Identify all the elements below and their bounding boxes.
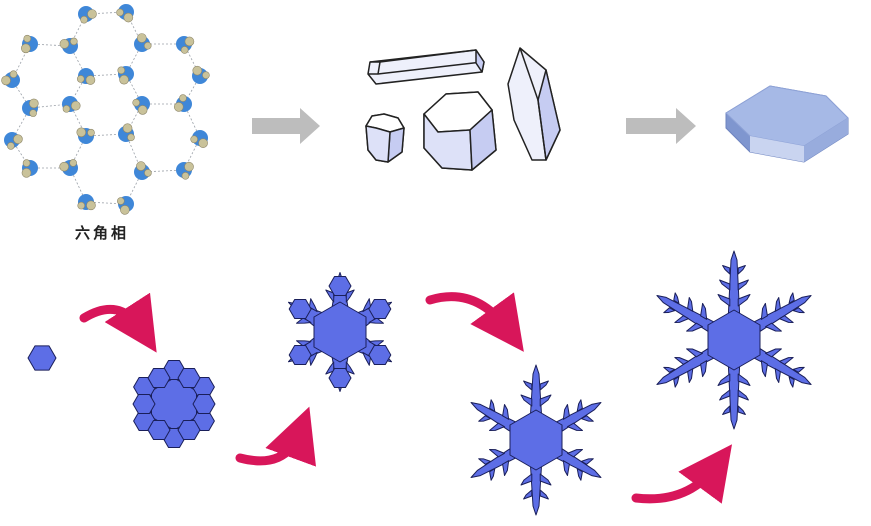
- water-molecule: [116, 4, 134, 23]
- hydrogen-bond: [141, 169, 185, 173]
- gray-arrow-1: [252, 108, 320, 144]
- water-molecule: [132, 96, 150, 115]
- plate-lobe: [192, 394, 216, 414]
- plate-lobe: [147, 368, 171, 388]
- snowflake-arm: [520, 457, 552, 516]
- water-molecule: [22, 98, 39, 117]
- water-molecule: [134, 33, 152, 52]
- water-molecule: [78, 6, 97, 24]
- stellar-dendrite-crystal-small: [470, 364, 602, 516]
- long-column-crystal: [367, 49, 485, 85]
- crystal-prisms: [365, 47, 561, 171]
- hexagonal-plate-crystal: [725, 85, 849, 163]
- snowflake-arm: [656, 292, 722, 337]
- water-molecule: [176, 36, 195, 54]
- water-molecule: [21, 34, 38, 54]
- snowflake-arm: [746, 292, 812, 337]
- arm-tip-hexagon: [288, 344, 312, 366]
- plate-lobe: [132, 394, 156, 414]
- water-molecule: [173, 94, 192, 112]
- water-molecule: [116, 196, 134, 215]
- tall-plate-crystal: [507, 47, 561, 161]
- pink-arrow-2: [235, 406, 316, 467]
- snowflake-growth-stages: [27, 250, 812, 516]
- snowflake-arm: [656, 343, 722, 388]
- hexagonal-ice-lattice: [1, 4, 210, 215]
- snowflake-core: [313, 301, 367, 363]
- arm-tip-hexagon: [328, 276, 352, 296]
- water-molecule: [134, 161, 152, 180]
- water-molecule: [76, 127, 95, 144]
- sectored-plate-crystal: [132, 360, 216, 448]
- snowflake-core: [707, 309, 761, 371]
- small-hexagon-crystal: [27, 345, 57, 371]
- water-molecule: [77, 194, 96, 211]
- water-molecule: [117, 66, 134, 85]
- hydrogen-bond: [125, 133, 143, 173]
- short-column-crystal: [365, 113, 405, 163]
- pink-arrow-1: [79, 292, 157, 353]
- pink-arrow-3: [425, 292, 524, 352]
- plate-lobe: [147, 420, 171, 440]
- snowflake-arm: [746, 343, 812, 388]
- arm-tip-hexagon: [328, 368, 352, 388]
- lattice-caption: 六角相: [74, 224, 129, 242]
- snowflake-arm: [325, 272, 355, 315]
- water-molecule: [4, 132, 23, 150]
- arm-tip-hexagon: [368, 298, 392, 320]
- water-molecule: [192, 65, 210, 84]
- stellar-dendrite-crystal-large: [656, 250, 812, 430]
- small-hexagon: [27, 345, 57, 371]
- arm-tip-hexagon: [288, 298, 312, 320]
- gray-arrow-2: [626, 108, 696, 144]
- pink-arrow-4: [631, 444, 733, 504]
- water-molecule: [190, 130, 208, 148]
- snowflake-arm: [717, 357, 751, 430]
- water-molecule: [176, 161, 194, 180]
- snowflake-core: [509, 409, 563, 471]
- plate-lobe: [177, 420, 201, 440]
- water-molecule: [62, 96, 81, 113]
- water-molecule: [59, 159, 78, 176]
- water-molecule: [21, 159, 38, 178]
- water-molecule: [59, 37, 78, 54]
- snowflake-arm: [717, 250, 751, 323]
- stellar-plate-crystal: [287, 272, 393, 392]
- water-molecule: [1, 70, 20, 88]
- water-molecule: [76, 68, 96, 85]
- plate-lobe: [177, 368, 201, 388]
- water-molecule: [118, 123, 135, 142]
- arm-tip-hexagon: [368, 344, 392, 366]
- hexagonal-prism-crystal: [423, 91, 497, 171]
